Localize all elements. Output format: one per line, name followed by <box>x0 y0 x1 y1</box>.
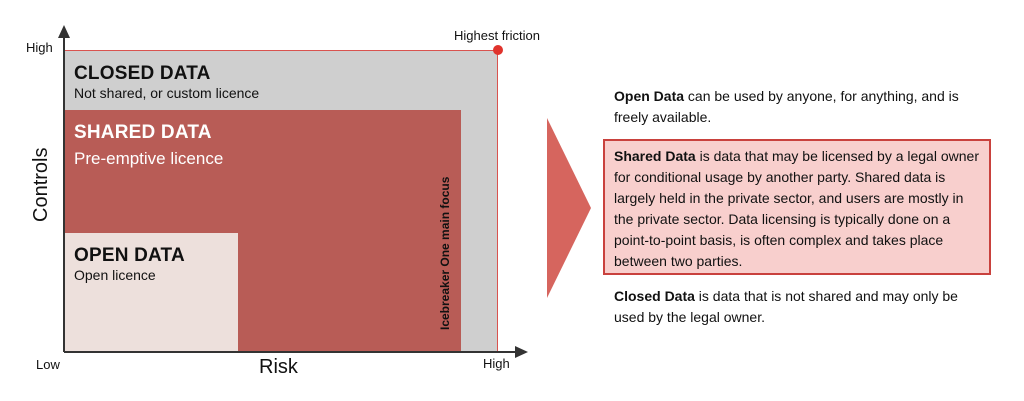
open-data-text: can be used by anyone, for anything, and… <box>614 88 959 125</box>
axes-graphic <box>58 25 528 358</box>
shared-data-description: Shared Data is data that may be licensed… <box>614 146 979 272</box>
x-axis-high-label: High <box>483 356 510 371</box>
closed-data-text: is data that is not shared and may only … <box>614 288 958 325</box>
open-data-term: Open Data <box>614 88 685 104</box>
x-axis-title: Risk <box>259 356 298 378</box>
shared-data-subtitle: Pre-emptive licence <box>74 149 224 168</box>
shared-data-title: SHARED DATA <box>74 122 212 143</box>
y-axis-high-label: High <box>26 40 53 55</box>
open-data-zone: OPEN DATA Open licence <box>64 233 238 352</box>
closed-data-title: CLOSED DATA <box>74 63 211 84</box>
shared-data-term: Shared Data <box>614 148 696 164</box>
open-data-subtitle: Open licence <box>74 267 156 283</box>
x-axis-arrow-icon <box>515 346 528 358</box>
shared-data-text: is data that may be licensed by a legal … <box>614 148 979 269</box>
highest-friction-label: Highest friction <box>454 28 540 43</box>
closed-data-subtitle: Not shared, or custom licence <box>74 85 260 101</box>
highest-friction-dot <box>493 45 503 55</box>
closed-data-description: Closed Data is data that is not shared a… <box>614 286 979 328</box>
open-data-description: Open Data can be used by anyone, for any… <box>614 86 979 128</box>
y-axis-title: Controls <box>30 147 52 222</box>
closed-data-term: Closed Data <box>614 288 695 304</box>
y-axis-arrow-icon <box>58 25 70 38</box>
shared-data-description-box <box>603 139 991 275</box>
chevron-right-icon <box>547 118 591 298</box>
open-data-title: OPEN DATA <box>74 245 185 266</box>
x-axis-low-label: Low <box>36 357 60 372</box>
